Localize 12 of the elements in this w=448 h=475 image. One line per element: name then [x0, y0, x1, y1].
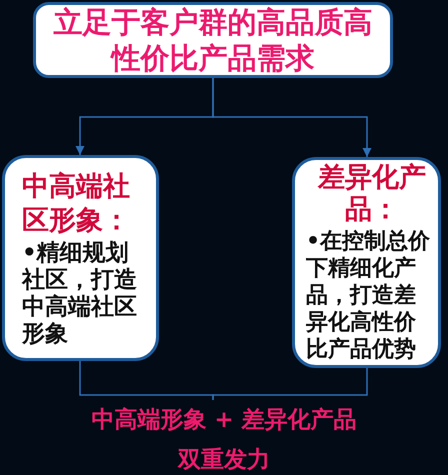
card-heading: 中高端社区形象：: [22, 170, 131, 238]
card-body-text: •在控制总价下精细化产品，打造差异化高性价比产品优势: [306, 228, 432, 363]
summary-text: 中高端形象 + 差异化产品: [91, 406, 357, 435]
title-text: 立足于客户群的高品质高性价比产品需求: [52, 4, 374, 76]
info-card: [2, 155, 159, 361]
connector-line: [212, 368, 368, 400]
summary-text: 双重发力: [178, 446, 270, 475]
title-box: [33, 2, 393, 78]
card-heading: 差异化产品：: [316, 162, 427, 226]
info-card: [292, 157, 441, 368]
card-body-text: •精细规划社区，打造中高端社区形象: [22, 240, 138, 348]
connector-line: [212, 78, 372, 157]
